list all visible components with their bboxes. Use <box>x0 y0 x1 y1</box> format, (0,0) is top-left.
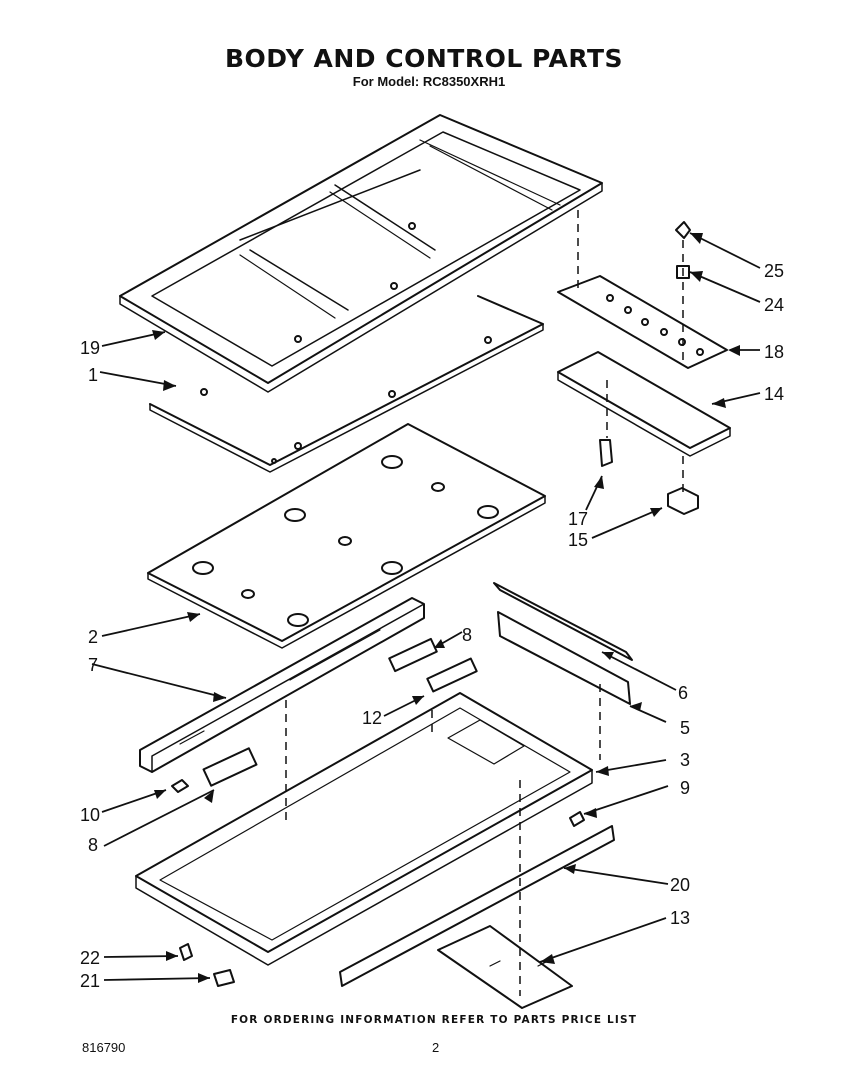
part-20-strip <box>339 825 615 987</box>
callout-3: 3 <box>680 750 690 770</box>
part-10-clip <box>171 779 189 793</box>
part-22-clip <box>179 943 193 961</box>
callout-8-lower: 8 <box>88 835 98 855</box>
callout-24: 24 <box>764 295 784 315</box>
callout-20: 20 <box>670 875 690 895</box>
part-3-body-tray <box>135 692 593 966</box>
part-24-nut <box>676 265 690 279</box>
part-14-tray <box>557 351 731 457</box>
part-8-lower-block <box>202 747 258 787</box>
callout-2: 2 <box>88 627 98 647</box>
part-8-upper-block <box>388 637 438 673</box>
callout-8-upper: 8 <box>462 625 472 645</box>
part-2-cooktop-sheet <box>147 423 546 649</box>
part-18-control-panel <box>557 275 728 369</box>
callout-22: 22 <box>80 948 100 968</box>
part-15-module <box>667 487 699 515</box>
page-title: BODY AND CONTROL PARTS <box>224 44 624 73</box>
part-1-panel <box>149 295 544 473</box>
callout-15: 15 <box>568 530 588 550</box>
part-19-top-frame <box>119 114 603 393</box>
callout-9: 9 <box>680 778 690 798</box>
part-5-rail <box>497 611 631 705</box>
callout-10: 10 <box>80 805 100 825</box>
callout-1: 1 <box>88 365 98 385</box>
callout-7: 7 <box>88 655 98 675</box>
callout-25: 25 <box>764 261 784 281</box>
callout-17: 17 <box>568 509 588 529</box>
part-17-switch <box>599 439 613 467</box>
part-25-knob <box>675 221 691 239</box>
callout-19: 19 <box>80 338 100 358</box>
ordering-note: FOR ORDERING INFORMATION REFER TO PARTS … <box>230 1014 638 1026</box>
callout-18: 18 <box>764 342 784 362</box>
part-13-plate <box>437 925 573 1009</box>
part-6-bar <box>493 582 633 661</box>
part-21-clip <box>213 969 235 987</box>
callout-13: 13 <box>670 908 690 928</box>
document-number: 816790 <box>82 1040 126 1055</box>
callout-6: 6 <box>678 683 688 703</box>
part-9-clip <box>569 811 585 827</box>
callout-14: 14 <box>764 384 784 404</box>
page-number: 2 <box>432 1040 440 1055</box>
callout-21: 21 <box>80 971 100 991</box>
callout-12: 12 <box>362 708 382 728</box>
part-7-control-rail <box>139 597 425 773</box>
callout-5: 5 <box>680 718 690 738</box>
part-12-block <box>426 657 478 693</box>
model-subtitle: For Model: RC8350XRH1 <box>352 74 506 89</box>
